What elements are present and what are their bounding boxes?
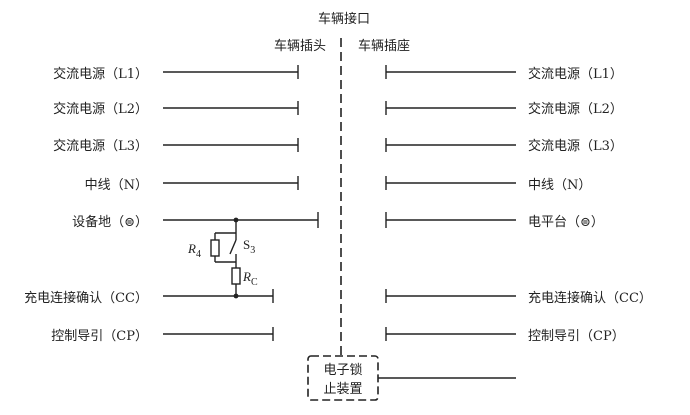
left-wire-n — [163, 176, 299, 190]
right-wire-cc — [385, 289, 516, 303]
right-label-n: 中线（N） — [528, 178, 591, 193]
right-wire-l1 — [385, 65, 516, 79]
left-wire-cc — [163, 289, 274, 303]
right-wire-pe — [385, 212, 516, 228]
left-wire-l2 — [163, 101, 299, 115]
left-label-cp: 控制导引（CP） — [51, 329, 148, 344]
resistor-rc — [231, 267, 241, 285]
left-wire-l1 — [163, 65, 299, 79]
right-label-l2: 交流电源（L2） — [528, 101, 623, 117]
electronic-lock-device: 电子锁 止装置 — [307, 355, 516, 401]
left-label-l3: 交流电源（L3） — [53, 138, 148, 154]
label-r4: R4 — [187, 241, 201, 260]
left-label-l1: 交流电源（L1） — [53, 66, 148, 82]
lock-label-line2: 止装置 — [323, 382, 362, 397]
left-wire-cp — [163, 327, 274, 341]
left-wire-pe — [163, 212, 319, 228]
junction-dot-cc — [233, 293, 239, 299]
label-rc: RC — [242, 269, 258, 288]
left-label-l2: 交流电源（L2） — [53, 101, 148, 117]
resistor-r4 — [210, 239, 220, 257]
cc-detection-circuit — [210, 217, 241, 299]
right-wire-l3 — [385, 138, 516, 152]
right-wire-cp — [385, 327, 516, 341]
right-label-l1: 交流电源（L1） — [528, 66, 623, 82]
socket-header: 车辆插座 — [358, 38, 410, 54]
left-wire-l3 — [163, 138, 299, 152]
left-label-pe: 设备地（⊜） — [72, 214, 148, 230]
right-wire-n — [385, 176, 516, 190]
right-label-pe: 电平台（⊜） — [528, 215, 604, 230]
right-label-cc: 充电连接确认（CC） — [528, 290, 652, 306]
label-s3: S3 — [243, 237, 255, 256]
plug-header: 车辆插头 — [274, 38, 326, 54]
left-label-cc: 充电连接确认（CC） — [24, 290, 148, 306]
lock-label-line1: 电子锁 — [323, 362, 362, 378]
right-label-cp: 控制导引（CP） — [528, 329, 625, 344]
right-wire-l2 — [385, 101, 516, 115]
interface-title: 车辆接口 — [318, 11, 370, 27]
right-label-l3: 交流电源（L3） — [528, 138, 623, 154]
switch-s3 — [229, 239, 237, 255]
left-label-n: 中线（N） — [85, 178, 148, 193]
